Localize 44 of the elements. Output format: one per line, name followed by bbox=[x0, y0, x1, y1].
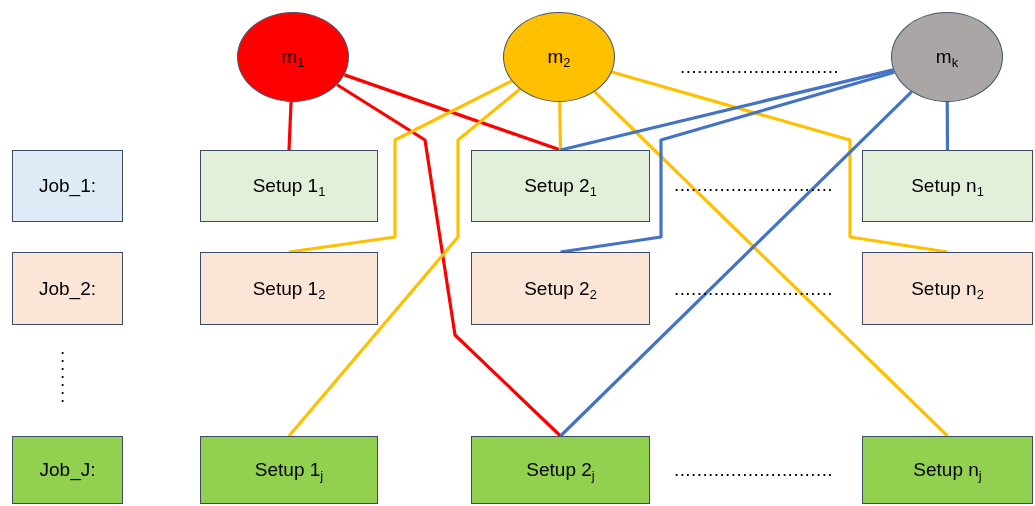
node-label: Job_J: bbox=[39, 459, 96, 481]
node-label: Setup 2$_{1}$ bbox=[524, 175, 597, 197]
machine-label: m$_{k}$ bbox=[935, 46, 959, 68]
connector-line bbox=[287, 87, 521, 438]
ellipsis-dots: ....... bbox=[60, 344, 66, 400]
node-label: Setup 2$_{2}$ bbox=[524, 277, 597, 300]
node-label: Setup n$_{2}$ bbox=[911, 277, 984, 300]
ellipsis-dots: ............................ bbox=[674, 174, 833, 196]
machine-label: m$_{1}$ bbox=[281, 46, 305, 68]
setup-box bbox=[471, 436, 650, 504]
node-label: Setup n$_{j}$ bbox=[913, 459, 982, 481]
connector-line bbox=[287, 101, 293, 151]
connector-line bbox=[945, 102, 950, 150]
connector-line bbox=[343, 73, 562, 152]
ellipsis-dots: ............................ bbox=[680, 56, 839, 78]
node-label: Job_2: bbox=[38, 277, 96, 300]
job-box bbox=[12, 150, 123, 222]
connector-line bbox=[593, 90, 949, 438]
node-label: Setup 2$_{j}$ bbox=[526, 459, 595, 481]
connector-line bbox=[611, 70, 948, 254]
node-label: Job_1: bbox=[38, 175, 96, 197]
connector-line bbox=[559, 90, 913, 438]
setup-box bbox=[200, 252, 378, 325]
job-box bbox=[12, 436, 123, 504]
connector-line bbox=[558, 101, 563, 151]
setup-box bbox=[471, 150, 650, 222]
connector-line bbox=[336, 83, 562, 438]
connector-line bbox=[560, 68, 894, 152]
setup-box bbox=[862, 150, 1033, 222]
setup-box bbox=[471, 252, 650, 325]
connector-line bbox=[288, 79, 513, 254]
connector-line bbox=[560, 70, 895, 254]
setup-box bbox=[200, 436, 378, 504]
setup-box bbox=[200, 150, 378, 222]
node-label: Setup n$_{1}$ bbox=[911, 175, 984, 197]
node-label: Setup 1$_{1}$ bbox=[252, 175, 326, 197]
setup-box bbox=[862, 436, 1033, 504]
node-label: Setup 1$_{2}$ bbox=[252, 277, 326, 300]
job-box bbox=[12, 252, 123, 325]
setup-box bbox=[862, 252, 1033, 325]
ellipsis-dots: ............................ bbox=[674, 278, 833, 300]
ellipsis-dots: ............................ bbox=[674, 459, 833, 481]
machine-label: m$_{2}$ bbox=[547, 46, 571, 68]
node-label: Setup 1$_{j}$ bbox=[254, 459, 324, 481]
